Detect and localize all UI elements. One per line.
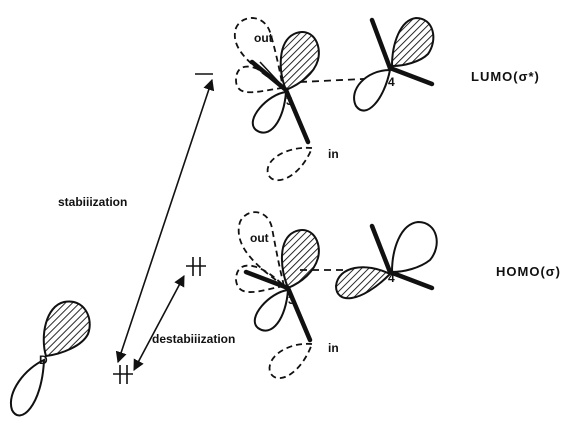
- homo-c3-hatched-lobe: [280, 229, 320, 290]
- lumo-bond-c3-upper: [249, 59, 289, 93]
- lumo-c3-c4-dashline: [299, 77, 385, 83]
- homo-c4-hatched-lobe: [334, 266, 392, 300]
- lumo-bond-c3-lower: [283, 87, 311, 145]
- destabilization-arrow: [133, 275, 185, 371]
- homo-title: HOMO(σ): [496, 264, 561, 279]
- lumo-c4-hatched-lobe: [390, 16, 435, 68]
- homo-bond-c4-up: [369, 223, 393, 275]
- lumo-c3-hatched-lobe: [279, 31, 320, 92]
- destabilization-label: destabiiization: [152, 332, 235, 346]
- lumo-bond-c4-up: [369, 17, 393, 71]
- homo-atom-3: 3: [288, 293, 295, 307]
- homo-dashed-lobe-left: [235, 264, 286, 293]
- stabilization-label: stabiiization: [58, 195, 127, 209]
- homo-c3-open-lobe: [253, 288, 290, 332]
- homo-orbital: out in 3 4: [186, 211, 438, 379]
- donor-label: D: [39, 353, 48, 367]
- homo-atom-4: 4: [388, 271, 395, 285]
- lumo-atom-4: 4: [388, 75, 395, 89]
- donor-energy-level: [113, 365, 133, 384]
- lumo-c3-open-lobe: [251, 90, 288, 134]
- homo-label-out: out: [250, 231, 269, 245]
- donor-hatched-lobe: [42, 300, 91, 358]
- lumo-in-lobe-lower: [266, 147, 314, 182]
- lumo-orbital: out in 3 4: [195, 16, 435, 182]
- homo-bond-c4-right: [387, 269, 435, 291]
- homo-out-lobe-upper: [237, 211, 286, 289]
- lumo-atom-3: 3: [286, 94, 293, 108]
- donor-orbital: D: [9, 300, 133, 417]
- lumo-label-out: out: [254, 31, 273, 45]
- lumo-bond-c4-right: [387, 65, 435, 87]
- homo-c4-open-lobe: [390, 220, 438, 274]
- homo-in-lobe-lower: [268, 343, 314, 379]
- lumo-label-in: in: [328, 147, 339, 161]
- lumo-bond-c3-back: [259, 61, 287, 91]
- homo-label-in: in: [328, 341, 339, 355]
- lumo-title: LUMO(σ*): [471, 69, 540, 84]
- lumo-out-lobe-upper: [233, 17, 285, 91]
- stabilization-arrow: [115, 78, 215, 364]
- homo-bond-c3-lower: [285, 285, 313, 343]
- donor-open-lobe: [9, 358, 46, 417]
- homo-energy-level: [186, 257, 206, 276]
- homo-bond-c3-left: [243, 269, 291, 291]
- lumo-c4-open-lobe: [353, 68, 392, 112]
